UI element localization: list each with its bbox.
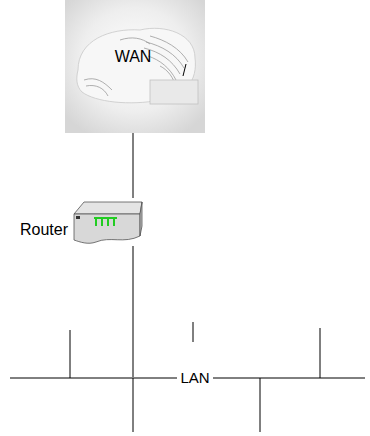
wan-mark bbox=[183, 64, 186, 76]
network-link bbox=[133, 246, 134, 377]
label-holder: LAN bbox=[177, 369, 212, 387]
network-link bbox=[133, 133, 134, 198]
node-label: LAN bbox=[177, 370, 212, 387]
node-label: WAN bbox=[115, 48, 152, 66]
router-box: Router bbox=[72, 198, 142, 246]
wan-ground bbox=[65, 0, 205, 133]
wan-cloud bbox=[77, 28, 198, 104]
router-icon bbox=[74, 202, 142, 243]
lan-bus-band: LAN bbox=[10, 377, 365, 379]
lan-bus bbox=[10, 322, 365, 432]
node-label: Router bbox=[20, 221, 68, 239]
label-holder: Router bbox=[20, 221, 68, 239]
label-holder: WAN bbox=[115, 48, 152, 66]
wan-cloud-box: WAN bbox=[65, 0, 205, 133]
